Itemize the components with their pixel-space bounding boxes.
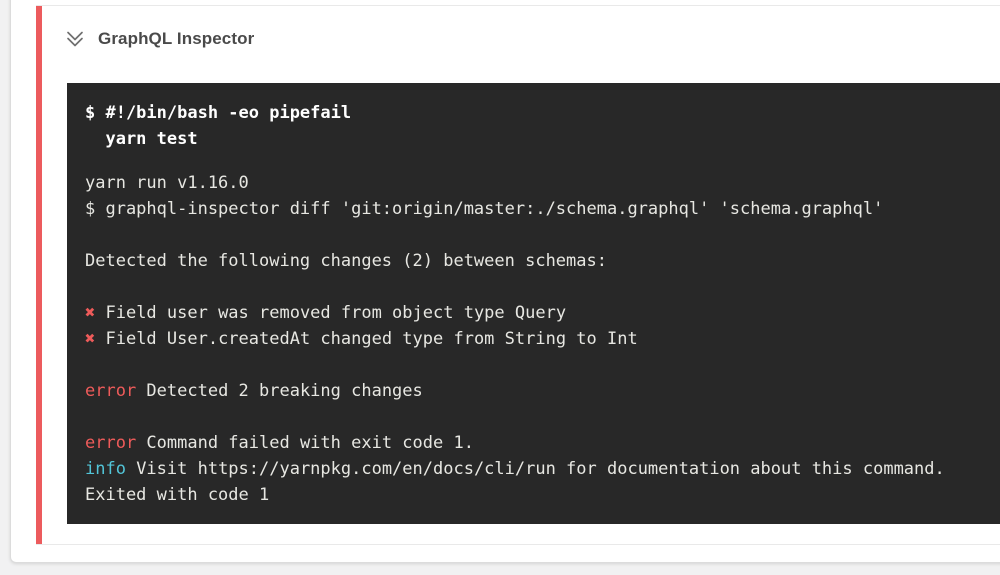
terminal-line bbox=[85, 352, 1000, 378]
terminal-text-segment: Exited with code 1 bbox=[85, 485, 270, 505]
step-header[interactable]: GraphQL Inspector bbox=[36, 6, 1000, 83]
terminal-text-segment: yarn test bbox=[85, 129, 198, 149]
build-steps-panel: GraphQL Inspector $ #!/bin/bash -eo pipe… bbox=[10, 0, 1000, 563]
terminal-text-segment: error bbox=[85, 433, 147, 453]
terminal-text-segment: Field User.createdAt changed type from S… bbox=[105, 329, 638, 349]
terminal-line bbox=[85, 404, 1000, 430]
failed-step-section: GraphQL Inspector $ #!/bin/bash -eo pipe… bbox=[36, 5, 1000, 545]
terminal-line bbox=[85, 274, 1000, 300]
terminal-text-segment: Field user was removed from object type … bbox=[105, 303, 567, 323]
terminal-text-segment: Detected the following changes (2) betwe… bbox=[85, 251, 607, 271]
double-chevron-down-icon[interactable] bbox=[63, 27, 87, 51]
terminal-line: yarn run v1.16.0 bbox=[85, 170, 1000, 196]
terminal-line: error Command failed with exit code 1. bbox=[85, 430, 1000, 456]
terminal-text-segment: ✖ bbox=[85, 329, 106, 349]
terminal-text-segment: Detected 2 breaking changes bbox=[146, 381, 423, 401]
terminal-text-segment: $ graphql-inspector diff 'git:origin/mas… bbox=[85, 199, 884, 219]
terminal-text-segment: $ #!/bin/bash -eo pipefail bbox=[85, 103, 352, 123]
terminal-line: ✖ Field user was removed from object typ… bbox=[85, 300, 1000, 326]
terminal-text-segment: info bbox=[85, 459, 137, 479]
terminal-line: Detected the following changes (2) betwe… bbox=[85, 248, 1000, 274]
terminal-text-segment: error bbox=[85, 381, 147, 401]
terminal-output: $ #!/bin/bash -eo pipefail yarn test yarn… bbox=[67, 83, 1000, 524]
terminal-text-segment: ✖ bbox=[85, 303, 106, 323]
terminal-line: ✖ Field User.createdAt changed type from… bbox=[85, 326, 1000, 352]
terminal-text-segment: Command failed with exit code 1. bbox=[146, 433, 474, 453]
terminal-text-segment: yarn run v1.16.0 bbox=[85, 173, 249, 193]
terminal-line: $ #!/bin/bash -eo pipefail bbox=[85, 100, 1000, 126]
terminal-line: Exited with code 1 bbox=[85, 482, 1000, 508]
terminal-line: error Detected 2 breaking changes bbox=[85, 378, 1000, 404]
terminal-line: info Visit https://yarnpkg.com/en/docs/c… bbox=[85, 456, 1000, 482]
terminal-line bbox=[85, 222, 1000, 248]
failure-accent-stripe bbox=[36, 6, 42, 544]
terminal-line: $ graphql-inspector diff 'git:origin/mas… bbox=[85, 196, 1000, 222]
terminal-text-segment: Visit https://yarnpkg.com/en/docs/cli/ru… bbox=[136, 459, 945, 479]
terminal-line: yarn test bbox=[85, 126, 1000, 152]
step-title: GraphQL Inspector bbox=[98, 29, 255, 48]
